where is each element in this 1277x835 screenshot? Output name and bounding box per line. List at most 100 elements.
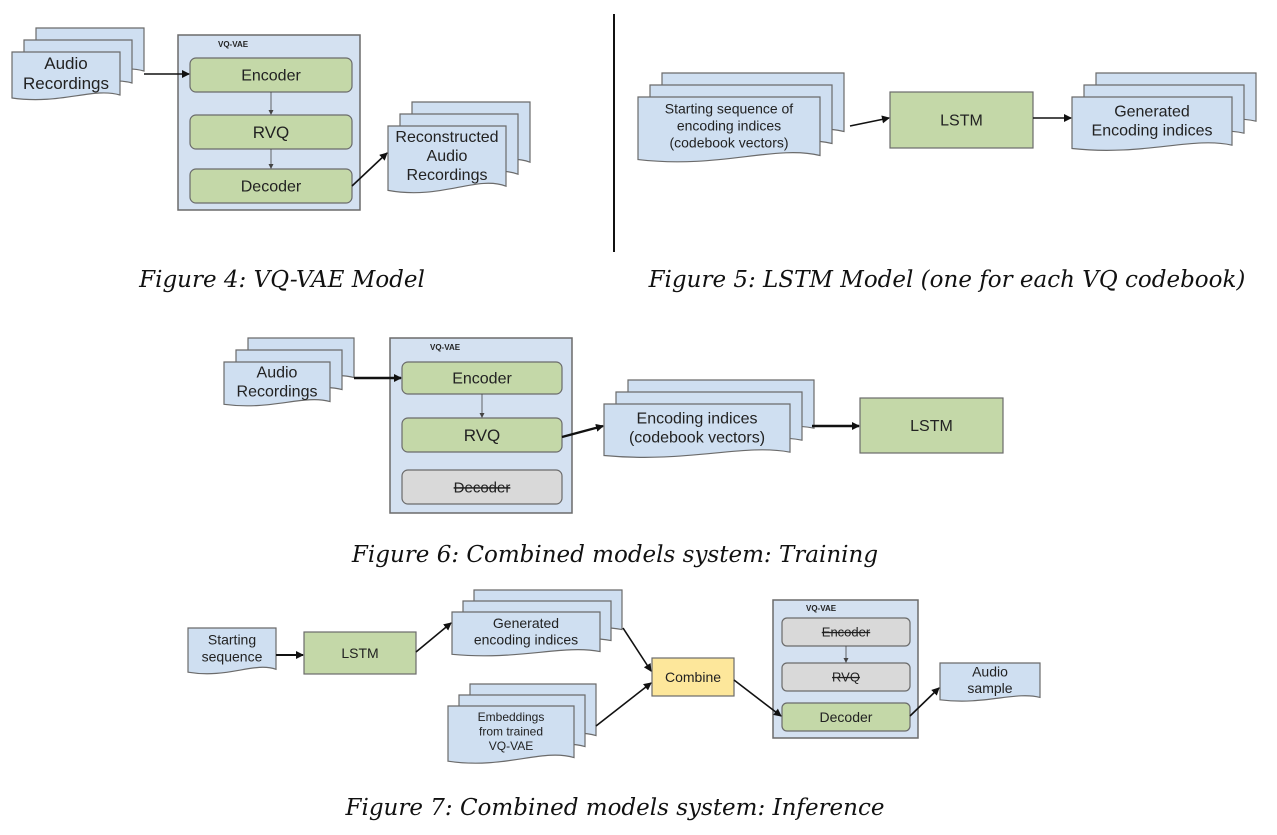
f7-encoder-disabled-label-line: Encoder [822, 625, 871, 640]
arrow [909, 687, 940, 717]
arrow [849, 115, 890, 127]
f6-audio-recordings-label-line: Audio [257, 364, 298, 381]
f7-lstm-label: LSTM [341, 645, 378, 661]
f6-encoding-indices [603, 379, 815, 458]
f7-audio-sample [939, 662, 1041, 702]
f6-decoder-disabled-label-line: Decoder [454, 479, 511, 496]
f6-lstm-label: LSTM [910, 418, 953, 435]
document-page [387, 125, 507, 194]
f7-lstm [303, 631, 417, 675]
f5-starting-sequence-label-line: encoding indices [677, 117, 781, 133]
f6-encoder-label-line: Encoder [452, 371, 512, 388]
f6-lstm [859, 397, 1004, 454]
f5-generated-indices-label-line: Generated [1114, 104, 1190, 121]
f4-decoder-label: Decoder [241, 179, 302, 196]
f7-combine-label: Combine [665, 669, 721, 685]
f7-vqvae-container-label: VQ-VAE [806, 604, 837, 613]
f7-rvq-disabled [781, 662, 911, 692]
f4-reconstructed-audio-label-line: Reconstructed [395, 129, 498, 146]
document-page [187, 627, 277, 675]
f5-generated-indices-label-line: Encoding indices [1092, 123, 1213, 140]
document-page [11, 51, 121, 101]
arrow [561, 423, 604, 439]
document-page [939, 662, 1041, 702]
f4-encoder-label-line: Encoder [241, 68, 301, 85]
f4-encoder-label: Encoder [241, 68, 301, 85]
f4-decoder-label-line: Decoder [241, 179, 302, 196]
f5-starting-sequence-label-line: Starting sequence of [665, 101, 794, 117]
f4-rvq-label-line: RVQ [253, 123, 290, 142]
f4-reconstructed-audio [387, 101, 531, 194]
f7-audio-sample-label-line: sample [967, 680, 1012, 696]
f6-encoder-label: Encoder [452, 371, 512, 388]
figure6-caption: Figure 6: Combined models system: Traini… [351, 542, 878, 568]
f6-lstm-label-line: LSTM [910, 418, 953, 435]
f6-encoding-indices-label: Encoding indices (codebook vectors) [629, 411, 765, 447]
f6-decoder-disabled-label: Decoder [454, 479, 511, 496]
document-page [447, 705, 575, 764]
f6-audio-recordings [223, 337, 355, 407]
f4-vqvae-container-label: VQ-VAE [218, 40, 249, 49]
f4-rvq-label: RVQ [253, 123, 290, 142]
f6-vqvae-container-label: VQ-VAE [430, 343, 461, 352]
f7-starting-sequence [187, 627, 277, 675]
f6-rvq-label-line: RVQ [464, 426, 501, 445]
f4-audio-recordings-label-line: Recordings [23, 74, 109, 93]
document-page [637, 96, 821, 163]
f5-starting-sequence-label-line: (codebook vectors) [669, 134, 788, 150]
figure7-caption: Figure 7: Combined models system: Infere… [345, 795, 885, 821]
document-page [1071, 96, 1233, 151]
f7-starting-sequence-label-line: Starting [208, 632, 256, 648]
document-page [603, 403, 791, 458]
document-page [451, 611, 601, 657]
f6-encoding-indices-label-line: (codebook vectors) [629, 430, 765, 447]
arrow [415, 622, 452, 653]
f7-rvq-disabled-label-line: RVQ [832, 670, 860, 685]
f4-reconstructed-audio-label-line: Recordings [407, 167, 488, 184]
f7-audio-sample-label-line: Audio [972, 663, 1008, 679]
f7-generated-indices [451, 589, 623, 657]
f7-lstm-label-line: LSTM [341, 645, 378, 661]
arrow [622, 627, 652, 672]
f7-decoder-label: Decoder [820, 709, 873, 725]
f7-embeddings [447, 683, 597, 764]
f7-decoder-label-line: Decoder [820, 709, 873, 725]
f7-embeddings-label-line: VQ-VAE [489, 739, 533, 753]
figure4-caption: Figure 4: VQ-VAE Model [138, 267, 425, 293]
f6-rvq [401, 417, 563, 453]
arrow [595, 682, 652, 727]
f7-combine [651, 657, 735, 697]
f7-encoder-disabled-label: Encoder [822, 625, 871, 640]
f5-lstm [889, 91, 1034, 149]
f5-starting-sequence [637, 72, 845, 163]
f7-starting-sequence-label-line: sequence [202, 648, 263, 664]
document-page [223, 361, 331, 407]
arrow [733, 679, 782, 717]
f7-embeddings-label-line: from trained [479, 724, 543, 738]
f4-audio-recordings [11, 27, 145, 101]
f5-lstm-label-line: LSTM [940, 113, 983, 130]
f7-generated-indices-label-line: Generated [493, 615, 559, 631]
f4-reconstructed-audio-label-line: Audio [427, 148, 468, 165]
f6-encoding-indices-label-line: Encoding indices [637, 411, 758, 428]
f6-decoder-disabled [401, 469, 563, 505]
f7-embeddings-label-line: Embeddings [478, 710, 545, 724]
f4-audio-recordings-label-line: Audio [44, 54, 87, 73]
f5-lstm-label: LSTM [940, 113, 983, 130]
f7-combine-label-line: Combine [665, 669, 721, 685]
f7-decoder [781, 702, 911, 732]
f6-audio-recordings-label-line: Recordings [237, 384, 318, 401]
f5-generated-indices [1071, 72, 1257, 151]
f6-rvq-label: RVQ [464, 426, 501, 445]
